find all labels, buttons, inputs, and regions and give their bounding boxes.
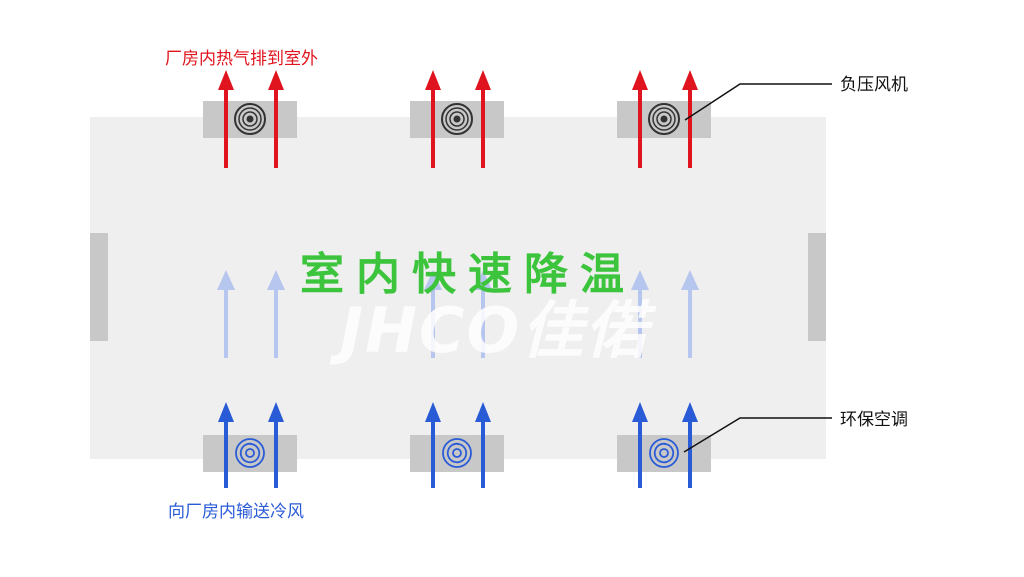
exhaust-arrow xyxy=(682,70,698,168)
intake-arrow xyxy=(268,402,284,488)
intake-arrow xyxy=(425,402,441,488)
ac-unit xyxy=(203,435,297,472)
exhaust-arrow xyxy=(425,70,441,168)
intake-arrows xyxy=(218,402,698,488)
intake-label: 向厂房内输送冷风 xyxy=(168,502,304,522)
ac-unit xyxy=(617,435,711,472)
intake-arrow xyxy=(682,402,698,488)
exhaust-arrow xyxy=(475,70,491,168)
negative-pressure-fan-icon xyxy=(441,103,473,135)
ac-leader-line xyxy=(683,417,832,453)
faint-arrow xyxy=(267,270,285,358)
air-conditioner-swirl-icon xyxy=(649,438,679,468)
fan-unit xyxy=(203,101,297,138)
left-door xyxy=(90,233,108,341)
intake-arrow xyxy=(632,402,648,488)
fan-unit xyxy=(617,101,711,138)
faint-arrow xyxy=(681,270,699,358)
air-conditioner-swirl-icon xyxy=(235,438,265,468)
ac-unit xyxy=(410,435,504,472)
exhaust-arrow xyxy=(632,70,648,168)
faint-arrow xyxy=(424,270,442,358)
ac-label: 环保空调 xyxy=(840,410,908,430)
brand-watermark: JHCO佳偌 xyxy=(340,294,650,367)
fan-label: 负压风机 xyxy=(840,75,908,95)
intake-arrow xyxy=(218,402,234,488)
faint-arrow xyxy=(474,270,492,358)
center-title: 室内快速降温 xyxy=(300,249,636,300)
faint-arrow xyxy=(631,270,649,358)
exhaust-arrows xyxy=(218,70,698,168)
fan-unit xyxy=(410,101,504,138)
intake-arrow xyxy=(475,402,491,488)
negative-pressure-fan-icon xyxy=(234,103,266,135)
right-door xyxy=(808,233,826,341)
factory-room xyxy=(90,117,826,459)
exhaust-arrow xyxy=(268,70,284,168)
exhaust-arrow xyxy=(218,70,234,168)
air-conditioner-swirl-icon xyxy=(442,438,472,468)
indoor-airflow-arrows xyxy=(217,270,699,358)
exhaust-label: 厂房内热气排到室外 xyxy=(165,49,318,69)
faint-arrow xyxy=(217,270,235,358)
fan-leader-line xyxy=(684,83,832,121)
negative-pressure-fan-icon xyxy=(648,103,680,135)
